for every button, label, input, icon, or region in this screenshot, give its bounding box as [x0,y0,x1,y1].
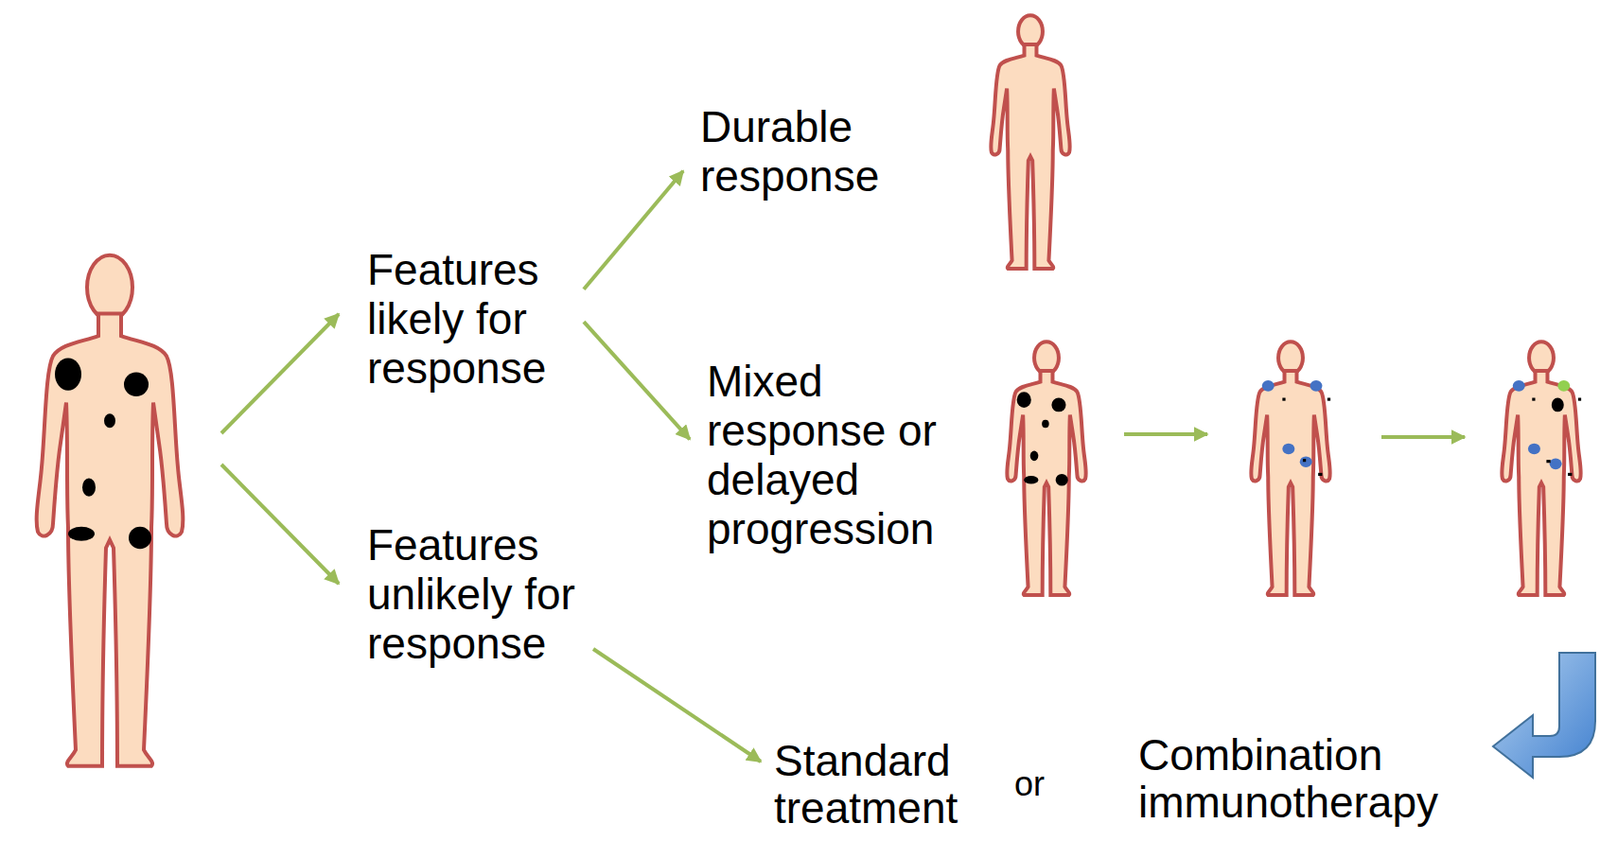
drawing-part [990,15,1071,269]
drawing-part [1051,398,1066,413]
residual-marks [1282,398,1331,477]
connector-word: or [1014,764,1045,805]
drawing-part [123,371,149,397]
lesions [1512,380,1582,476]
node-text: Features unlikely for response [367,520,599,669]
blue-bent-arrow [1493,652,1596,778]
responding-figure [1239,336,1342,598]
drawing-part [1567,473,1572,476]
green-arrow [593,649,761,762]
patient-figure [995,336,1098,598]
drawing-part [1262,380,1275,392]
text-node: Standard treatment [773,737,978,832]
drawing-part [1512,380,1526,392]
drawing-part [221,314,339,434]
drawing-part [82,478,96,497]
drawing-part [1124,432,1208,437]
drawing-part [1023,475,1038,484]
patient-figure [15,245,205,771]
drawing-part [1017,391,1032,408]
drawing-part [104,413,116,428]
text-node: Features unlikely for response [367,520,599,669]
drawing-part [221,464,339,584]
node-text: Features likely for response [367,245,571,393]
drawing-part [1318,473,1322,476]
drawing-part [1549,458,1563,471]
drawing-part [1282,398,1285,402]
drawing-part [36,255,184,767]
drawing-part [1282,443,1295,456]
progressing-figure [1490,336,1593,598]
drawing-part [1381,435,1465,440]
drawing-part [1557,380,1570,392]
drawing-part [1578,398,1582,402]
drawing-part [68,527,95,542]
drawing-part [1030,451,1039,462]
text-node: Combination immunotherapy [1138,731,1456,827]
tumor-lesions [1017,391,1069,486]
drawing-part [1300,456,1313,468]
drawing-part [54,358,82,391]
text-node: Durable response [700,102,890,201]
green-arrow [583,321,690,440]
node-text: Durable response [700,102,890,201]
drawing-part [1006,341,1087,596]
drawing-part [1528,443,1541,456]
regressed-lesions [1262,380,1323,468]
node-text: Standard treatment [773,737,978,832]
drawing-part [1501,341,1582,596]
drawing-part [1546,459,1550,463]
drawing-part [1250,341,1331,596]
drawing-part [1041,420,1050,428]
text-node: Mixed response or delayed progression [706,356,951,554]
drawing-part [1531,398,1535,402]
drawing-part [1310,380,1323,392]
tumor-lesions [54,358,152,550]
drawing-part [1302,458,1306,462]
drawing-part [1055,474,1069,487]
text-node: Features likely for response [367,245,571,393]
node-text: Mixed response or delayed progression [706,356,951,554]
clear-figure [979,10,1082,271]
drawing-part [128,527,152,549]
drawing-part [1551,398,1565,413]
drawing-part [1327,398,1331,402]
node-text: Combination immunotherapy [1138,731,1456,827]
green-arrow [583,171,684,290]
